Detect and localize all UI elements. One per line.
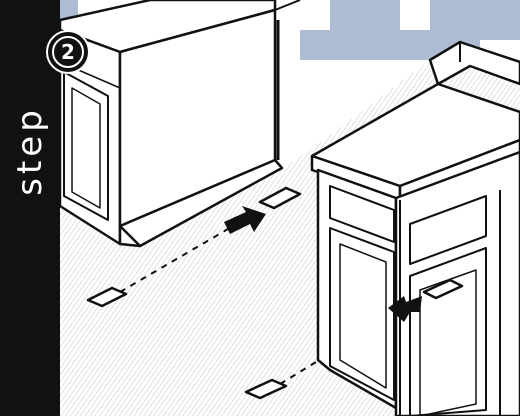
step-number: 2 [61, 42, 75, 62]
step-label: step [2, 96, 58, 206]
step-number-badge: 2 [46, 30, 90, 74]
